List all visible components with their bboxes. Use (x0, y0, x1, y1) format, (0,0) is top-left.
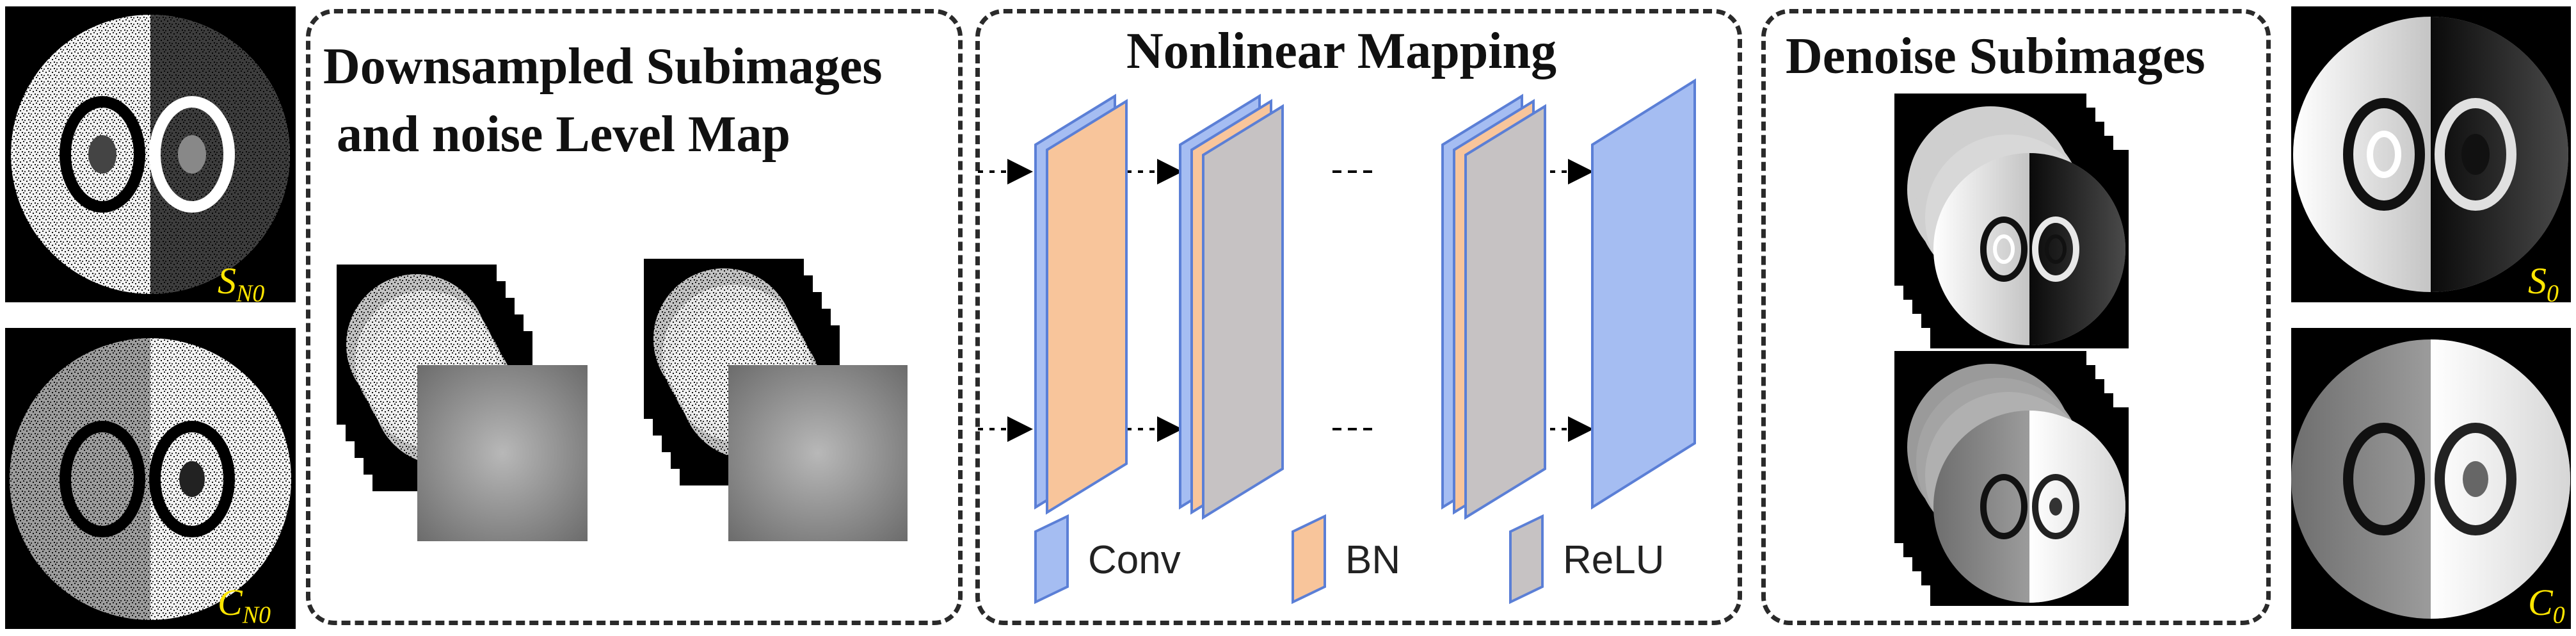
input-sn0-image (5, 6, 296, 302)
legend-bn-label: BN (1345, 538, 1401, 582)
mapping-title: Nonlinear Mapping (1126, 23, 1556, 79)
label-c0: C0 (2528, 584, 2565, 628)
label-sn0-sub: N0 (236, 280, 265, 307)
layer-block-4-conv (1591, 78, 1696, 510)
downsample-title-line2: and noise Level Map (337, 106, 790, 163)
layer-block-1 (1034, 94, 1128, 515)
noise-level-map-2 (728, 365, 908, 541)
input-cn0-image (5, 328, 296, 629)
layer-block-3 (1441, 94, 1546, 520)
label-sn0: SN0 (218, 263, 264, 306)
denoised-stack-s (1894, 94, 2129, 348)
label-cn0-sub: N0 (242, 601, 271, 629)
output-s0-image (2291, 6, 2571, 302)
mapping-arrows (978, 159, 1594, 442)
legend-bn-swatch (1292, 514, 1326, 605)
downsample-panel (306, 9, 963, 625)
downsample-title-line1: Downsampled Subimages (323, 38, 883, 95)
mapping-panel (975, 9, 1742, 625)
label-s0-main: S (2528, 260, 2547, 302)
label-c0-main: C (2528, 582, 2553, 623)
downsampled-stack-cn (644, 259, 908, 541)
layer-block-2 (1179, 94, 1284, 520)
denoise-panel (1761, 9, 2271, 625)
label-s0-sub: 0 (2547, 280, 2559, 307)
label-c0-sub: 0 (2552, 601, 2565, 629)
legend-relu-swatch (1509, 514, 1544, 605)
denoised-stack-c (1894, 351, 2129, 606)
legend-conv-swatch (1034, 514, 1069, 605)
output-c0-image (2291, 328, 2571, 629)
label-cn0-main: C (218, 582, 243, 623)
label-cn0: CN0 (218, 584, 271, 628)
label-sn0-main: S (218, 260, 236, 302)
denoise-title: Denoise Subimages (1786, 28, 2205, 85)
label-s0: S0 (2528, 263, 2559, 306)
noise-level-map-1 (417, 365, 588, 541)
legend-conv-label: Conv (1088, 538, 1181, 582)
legend-relu-label: ReLU (1563, 538, 1665, 582)
downsampled-stack-sn (337, 265, 588, 541)
